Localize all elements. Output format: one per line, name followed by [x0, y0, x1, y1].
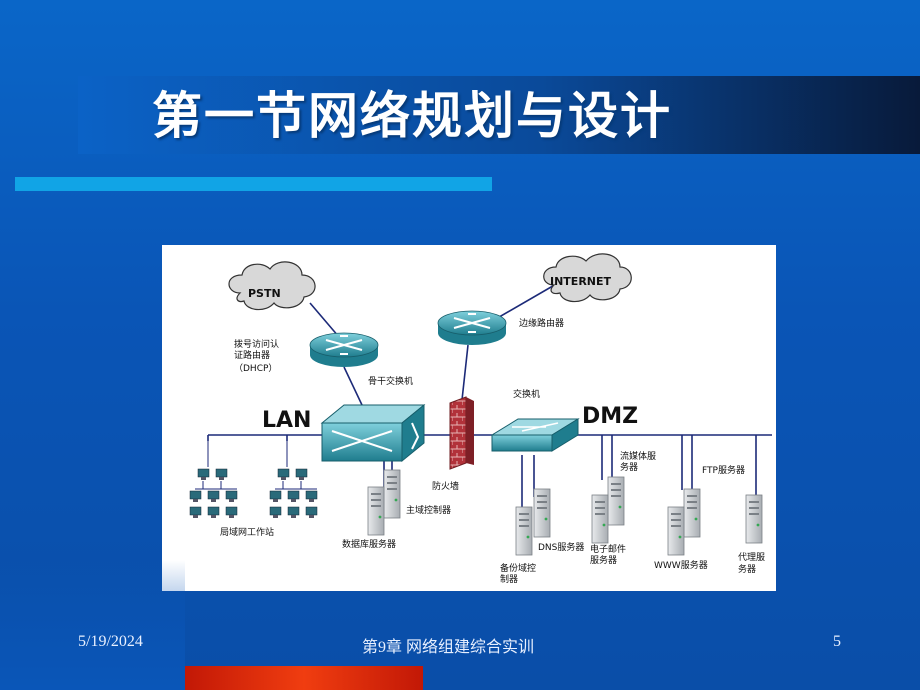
internet-cloud-icon: INTERNET: [543, 253, 632, 303]
core-switch-label: 骨干交换机: [368, 375, 413, 387]
edge-router-icon: [437, 310, 507, 346]
network-topology-diagram: PSTN INTERNET: [162, 245, 776, 591]
lan-label: LAN: [262, 408, 311, 433]
domain-controller-server-icon: [383, 469, 401, 519]
pstn-label: PSTN: [248, 287, 281, 300]
lan-workstation-group-1: [189, 441, 238, 519]
email-server-label-1: 电子邮件: [590, 543, 626, 555]
title-underline: [15, 177, 492, 191]
backup-dc-label-1: 备份域控: [500, 562, 536, 574]
dmz-switch-icon: [490, 418, 580, 452]
edge-router-label: 边缘路由器: [519, 317, 564, 329]
core-switch-icon: [320, 403, 426, 463]
footer-title: 第9章 网络组建综合实训: [362, 639, 535, 656]
firewall-label: 防火墙: [432, 480, 459, 492]
streaming-server-label-2: 务器: [620, 461, 638, 473]
database-server-icon: [367, 486, 385, 536]
streaming-server-icon: [607, 476, 625, 526]
lan-workstations-label: 局域网工作站: [220, 526, 274, 538]
footer-date: 5/19/2024: [78, 633, 143, 650]
dmz-label: DMZ: [582, 404, 638, 429]
page-number: 5: [833, 633, 841, 650]
dialup-router-icon: [309, 332, 379, 368]
network-svg: PSTN INTERNET: [189, 253, 772, 585]
backup-dc-label-2: 制器: [500, 573, 518, 585]
pstn-cloud-icon: PSTN: [228, 261, 316, 311]
streaming-server-label-1: 流媒体服: [620, 450, 656, 462]
database-server-label: 数据库服务器: [342, 538, 396, 550]
footer-accent-bar: [185, 666, 423, 690]
dns-server-label: DNS服务器: [538, 541, 584, 553]
footer-left-shade: [0, 560, 185, 690]
firewall-icon: [449, 396, 474, 470]
title-band: [78, 76, 920, 154]
proxy-server-label-2: 务器: [738, 563, 756, 575]
dialup-router-label-2: 证路由器: [234, 349, 270, 361]
backup-dc-server-icon: [515, 506, 533, 556]
email-server-label-2: 服务器: [590, 554, 617, 566]
dialup-router-label-1: 拨号访问认: [234, 338, 279, 350]
www-server-label: WWW服务器: [654, 559, 708, 571]
proxy-server-icon: [745, 494, 763, 544]
ftp-server-icon: [683, 488, 701, 538]
domain-controller-label: 主域控制器: [406, 504, 451, 516]
ftp-server-label: FTP服务器: [702, 464, 745, 476]
www-server-icon: [667, 506, 685, 556]
internet-label: INTERNET: [550, 275, 612, 288]
dns-server-icon: [533, 488, 551, 538]
dialup-router-label-3: （DHCP）: [234, 363, 277, 374]
dmz-switch-label: 交换机: [513, 388, 540, 400]
page-title: 第一节网络规划与设计: [152, 86, 672, 145]
lan-workstation-group-2: [269, 441, 318, 519]
proxy-server-label-1: 代理服: [738, 552, 765, 563]
email-server-icon: [591, 494, 609, 544]
